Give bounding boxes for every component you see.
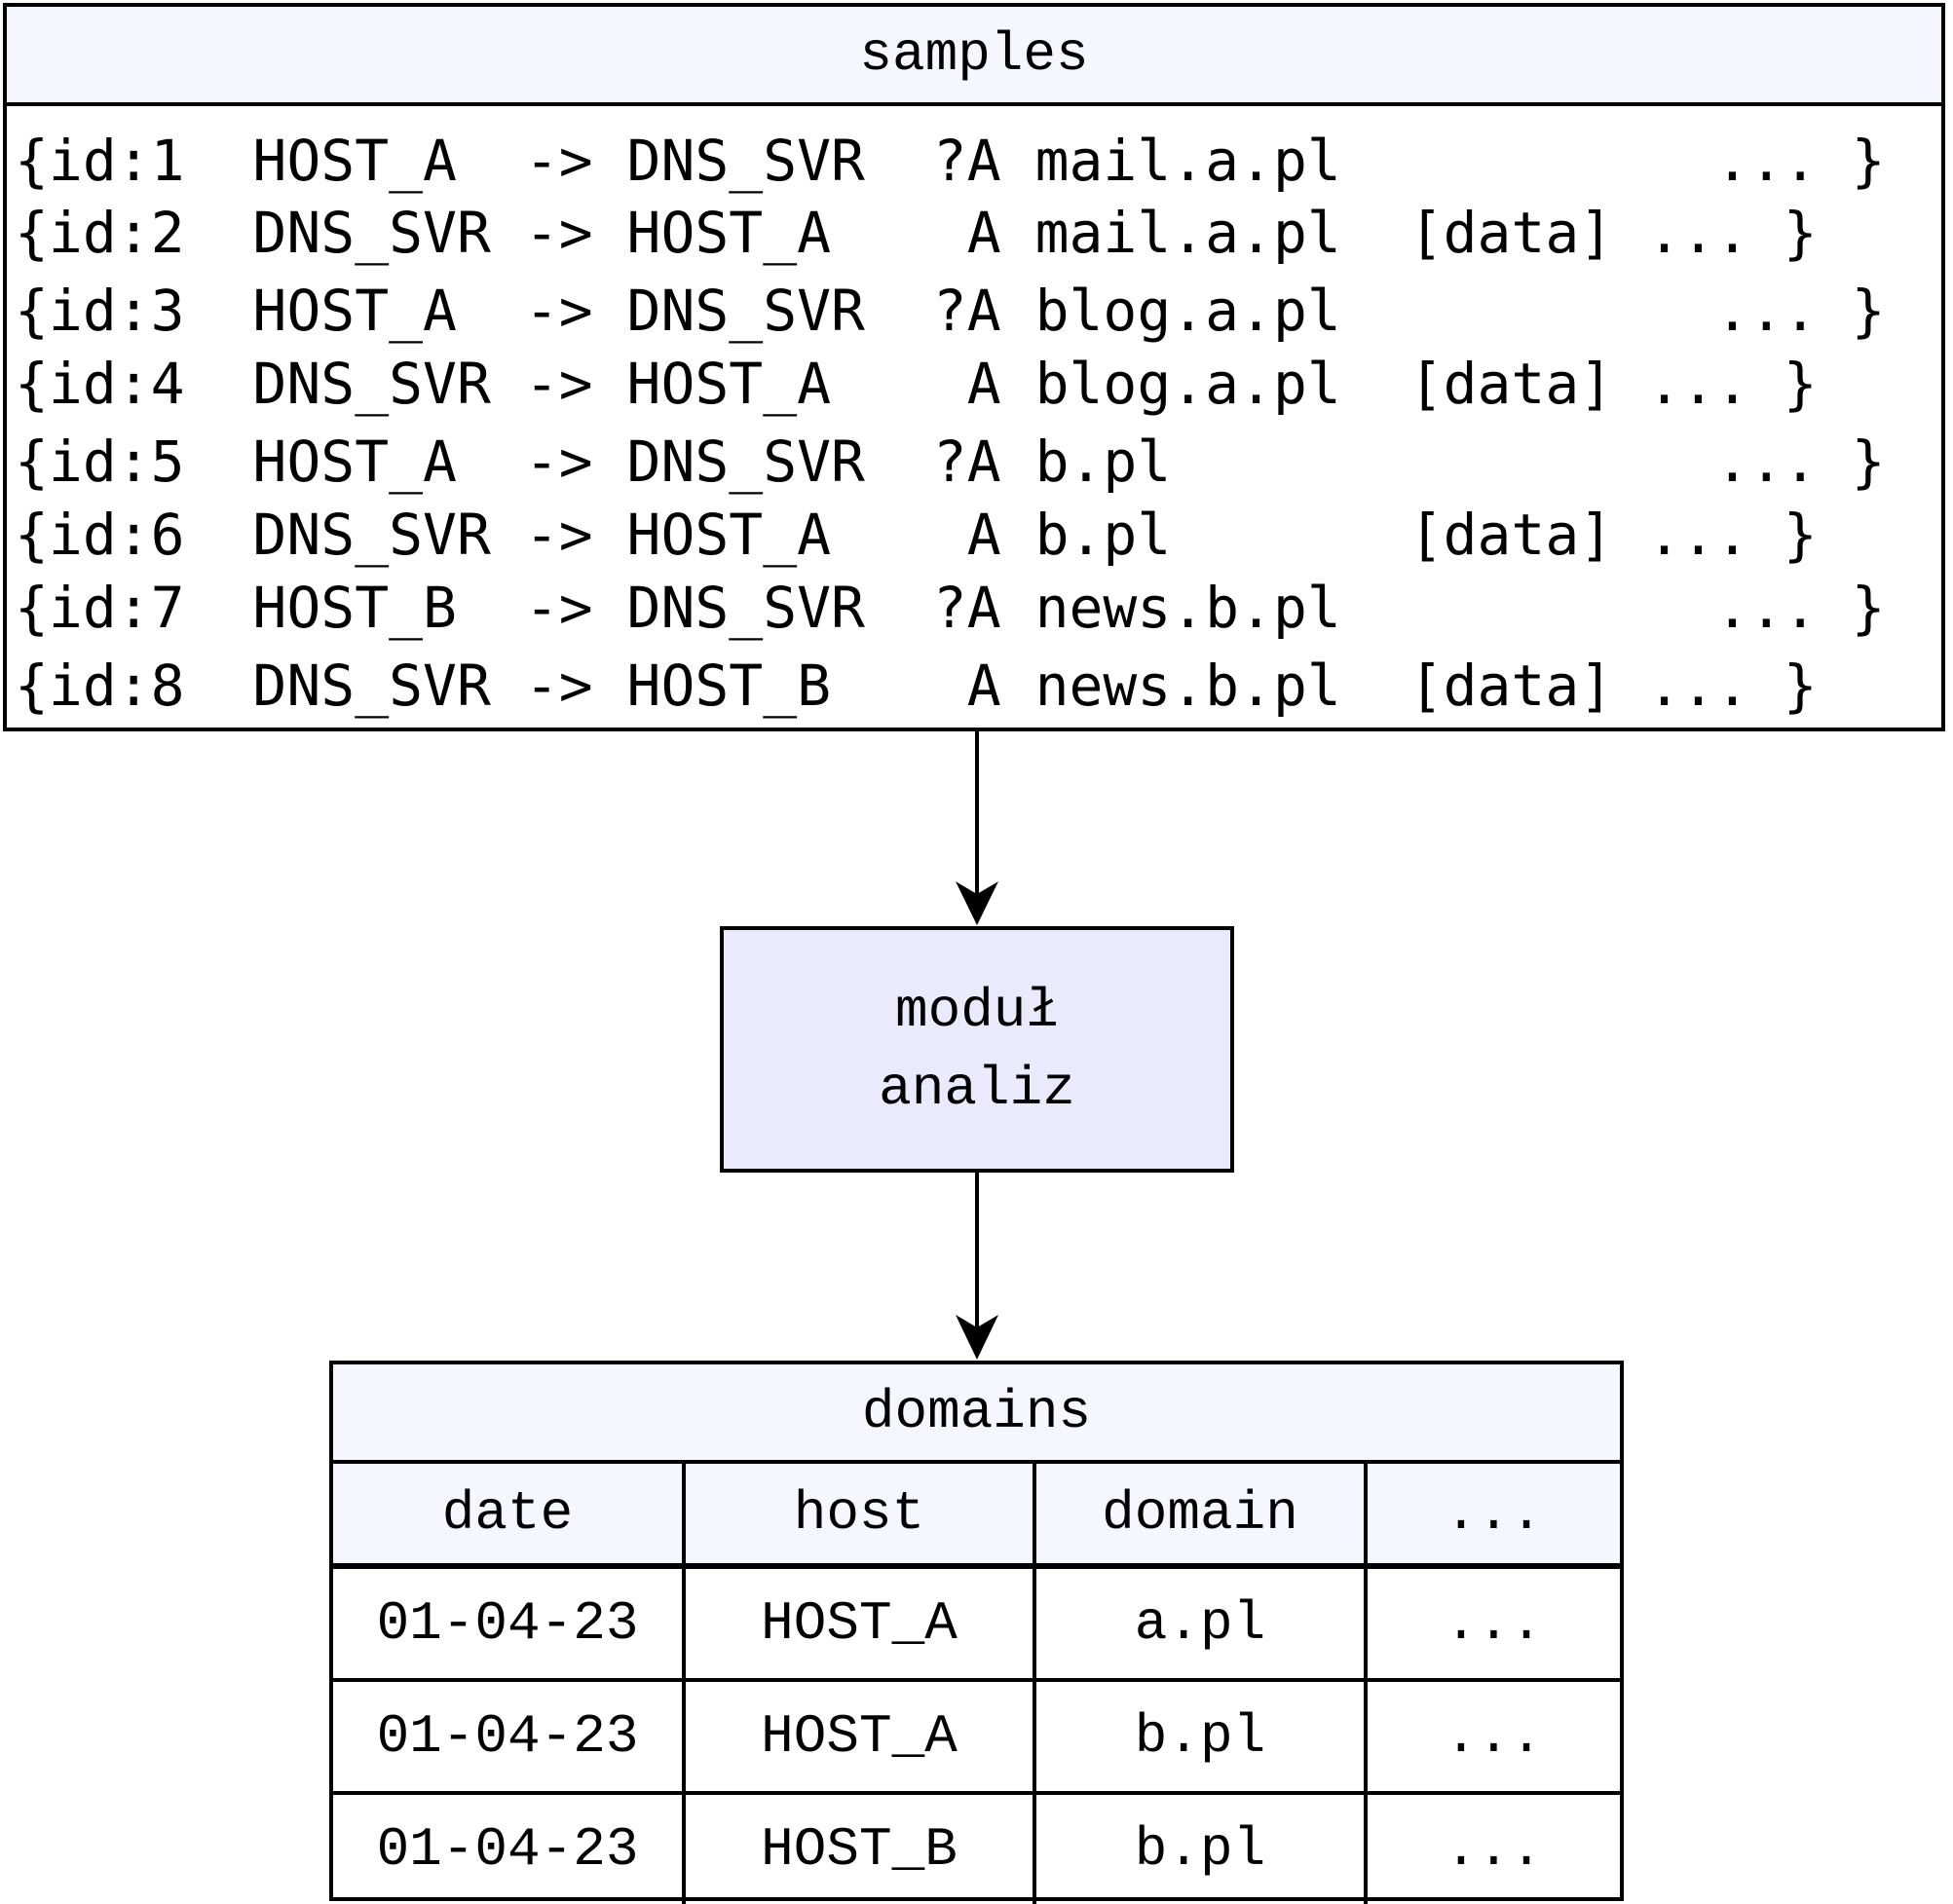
arrowhead-down bbox=[956, 1315, 998, 1360]
samples-title: samples bbox=[7, 7, 1941, 106]
module-label-line1: moduł bbox=[894, 979, 1060, 1042]
column-header-date: date bbox=[333, 1464, 686, 1569]
arrowhead-down bbox=[956, 881, 998, 925]
cell-domain: a.pl bbox=[1033, 1564, 1368, 1682]
cell-more: ... bbox=[1364, 1791, 1620, 1904]
sample-line: {id:2 DNS_SVR -> HOST_A A mail.a.pl [dat… bbox=[15, 200, 1818, 266]
sample-line: {id:8 DNS_SVR -> HOST_B A news.b.pl [dat… bbox=[15, 653, 1818, 719]
sample-line: {id:4 DNS_SVR -> HOST_A A blog.a.pl [dat… bbox=[15, 351, 1818, 417]
module-label-line2: analiz bbox=[879, 1057, 1075, 1120]
cell-domain: b.pl bbox=[1033, 1791, 1368, 1904]
cell-host: HOST_A bbox=[682, 1678, 1036, 1795]
table-row: 01-04-23 HOST_A a.pl ... bbox=[333, 1564, 1620, 1682]
column-header-domain: domain bbox=[1033, 1464, 1368, 1569]
domains-grid: date host domain ... 01-04-23 HOST_A a.p… bbox=[333, 1464, 1620, 1904]
table-header-row: date host domain ... bbox=[333, 1464, 1620, 1569]
cell-date: 01-04-23 bbox=[333, 1564, 686, 1682]
cell-date: 01-04-23 bbox=[333, 1678, 686, 1795]
table-row: 01-04-23 HOST_B b.pl ... bbox=[333, 1791, 1620, 1904]
column-header-host: host bbox=[682, 1464, 1036, 1569]
analysis-module: moduł analiz bbox=[720, 926, 1234, 1173]
domains-title: domains bbox=[333, 1364, 1620, 1464]
domains-table: domains date host domain ... 01-04-23 HO… bbox=[329, 1361, 1624, 1904]
column-header-more: ... bbox=[1364, 1464, 1620, 1569]
cell-host: HOST_A bbox=[682, 1564, 1036, 1682]
cell-more: ... bbox=[1364, 1564, 1620, 1682]
sample-line: {id:7 HOST_B -> DNS_SVR ?A news.b.pl ...… bbox=[15, 575, 1886, 641]
sample-line: {id:1 HOST_A -> DNS_SVR ?A mail.a.pl ...… bbox=[15, 128, 1886, 194]
cell-more: ... bbox=[1364, 1678, 1620, 1795]
sample-line: {id:3 HOST_A -> DNS_SVR ?A blog.a.pl ...… bbox=[15, 278, 1886, 344]
cell-date: 01-04-23 bbox=[333, 1791, 686, 1904]
sample-line: {id:6 DNS_SVR -> HOST_A A b.pl [data] ..… bbox=[15, 502, 1818, 568]
cell-domain: b.pl bbox=[1033, 1678, 1368, 1795]
sample-line: {id:5 HOST_A -> DNS_SVR ?A b.pl ... } bbox=[15, 429, 1886, 495]
table-row: 01-04-23 HOST_A b.pl ... bbox=[333, 1678, 1620, 1795]
cell-host: HOST_B bbox=[682, 1791, 1036, 1904]
samples-table: samples {id:1 HOST_A -> DNS_SVR ?A mail.… bbox=[3, 3, 1945, 731]
